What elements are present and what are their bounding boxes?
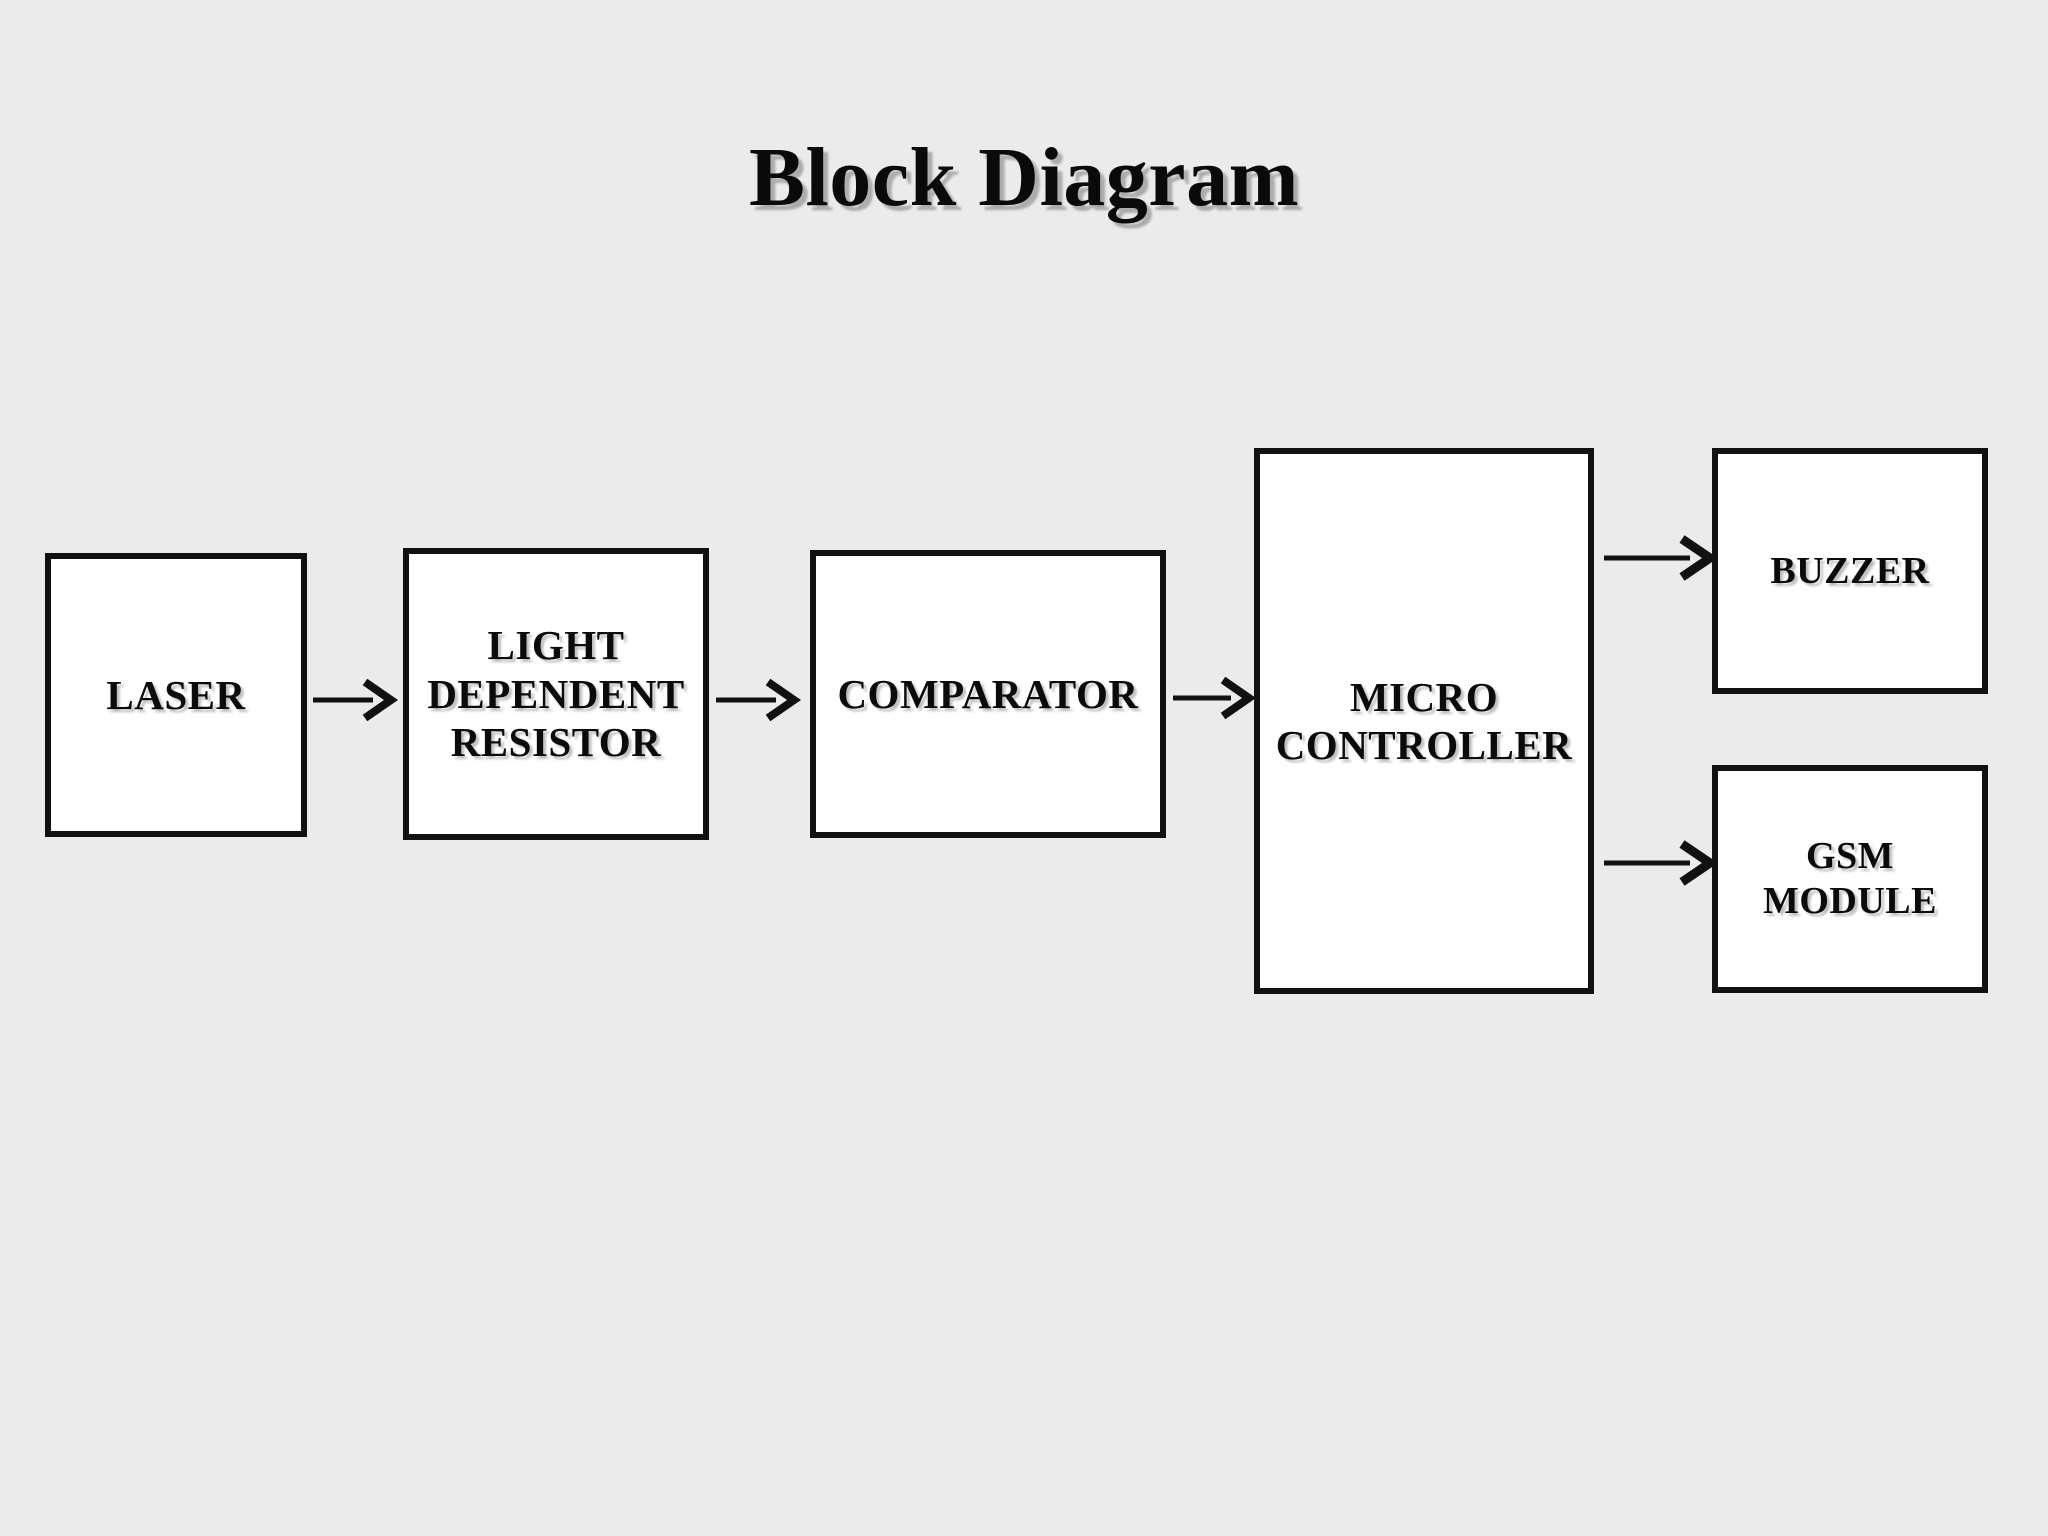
block-laser-label: LASER: [106, 671, 246, 718]
block-gsm-module[interactable]: GSM MODULE: [1712, 765, 1988, 993]
block-light-dependent-resistor-label: LIGHT DEPENDENT RESISTOR: [427, 622, 685, 766]
block-buzzer-label: BUZZER: [1770, 549, 1930, 592]
block-gsm-module-label: GSM MODULE: [1763, 835, 1937, 922]
arrow-laser-to-ldr: [313, 677, 399, 723]
block-laser[interactable]: LASER: [45, 553, 307, 837]
page-title: Block Diagram: [748, 131, 1300, 224]
block-comparator-label: COMPARATOR: [837, 670, 1139, 717]
arrow-microcontroller-to-buzzer: [1604, 535, 1719, 581]
block-micro-controller[interactable]: MICRO CONTROLLER: [1254, 448, 1594, 994]
arrow-ldr-to-comparator: [716, 677, 802, 723]
block-buzzer[interactable]: BUZZER: [1712, 448, 1988, 694]
arrow-comparator-to-microcontroller: [1173, 675, 1257, 721]
block-micro-controller-label: MICRO CONTROLLER: [1275, 673, 1573, 768]
arrow-microcontroller-to-gsm-module: [1604, 840, 1719, 886]
block-comparator[interactable]: COMPARATOR: [810, 550, 1166, 838]
block-light-dependent-resistor[interactable]: LIGHT DEPENDENT RESISTOR: [403, 548, 709, 840]
